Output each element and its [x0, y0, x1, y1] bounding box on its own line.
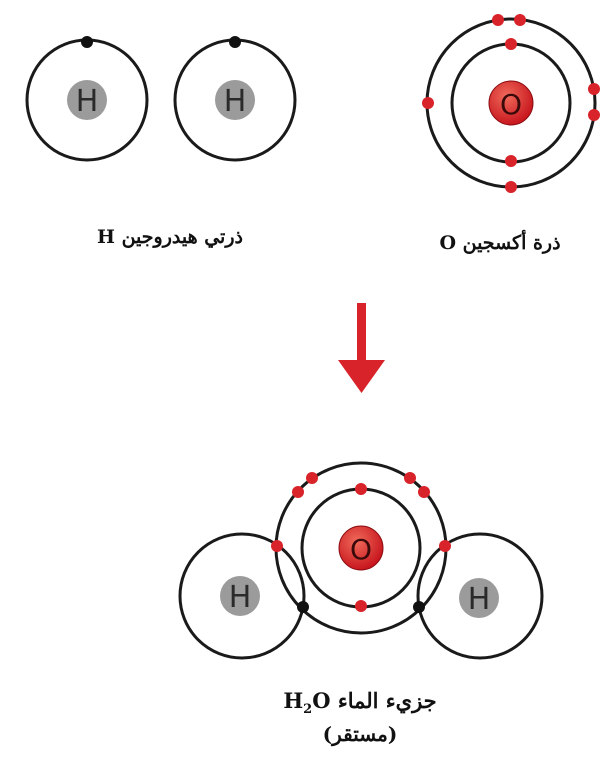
- hydrogen-symbol: H: [468, 582, 491, 617]
- stability-caption: (مستقر): [322, 722, 398, 746]
- electron: [492, 14, 504, 26]
- electron: [413, 601, 425, 613]
- electron: [355, 483, 367, 495]
- hydrogen-symbol: H: [76, 84, 99, 119]
- molecule-name: جزيء الماء: [337, 688, 437, 713]
- hydrogen-nucleus: [459, 578, 499, 618]
- water-molecule: H H O: [178, 461, 544, 660]
- oxygen-symbol: O: [500, 88, 522, 121]
- oxygen-atom: O: [422, 14, 600, 193]
- electron: [505, 38, 517, 50]
- hydrogen-electron: [81, 36, 93, 48]
- hydrogen-atom-right: H: [173, 36, 297, 162]
- electron: [292, 486, 304, 498]
- electron: [422, 97, 434, 109]
- electron: [588, 83, 600, 95]
- hydrogen-nucleus: [215, 80, 255, 120]
- hydrogen-electron: [229, 36, 241, 48]
- electron: [505, 155, 517, 167]
- electron: [297, 601, 309, 613]
- oxygen-atom-caption: ذرة أكسجين O: [439, 232, 561, 254]
- water-molecule-caption: جزيء الماء H2O: [230, 688, 490, 717]
- hydrogen-symbol: H: [229, 580, 252, 615]
- formula-h: H: [283, 688, 304, 713]
- hydrogen-shell: [178, 532, 306, 660]
- electron: [514, 14, 526, 26]
- electron: [404, 472, 416, 484]
- electron: [306, 472, 318, 484]
- oxygen-nucleus: [488, 80, 534, 126]
- formula-subscript: 2: [303, 702, 313, 718]
- electron: [439, 540, 451, 552]
- formula-o: O: [312, 688, 331, 713]
- hydrogen-atom-left: H: [25, 36, 149, 162]
- electron: [355, 600, 367, 612]
- electron: [505, 181, 517, 193]
- hydrogen-nucleus: [67, 80, 107, 120]
- reaction-arrow-icon: [338, 303, 385, 393]
- hydrogen-shell: [416, 532, 544, 660]
- hydrogen-atoms-caption: ذرتي هيدروجين H: [97, 226, 243, 248]
- hydrogen-nucleus: [220, 576, 260, 616]
- oxygen-nucleus: [338, 525, 384, 571]
- electron: [588, 109, 600, 121]
- hydrogen-symbol: H: [224, 84, 247, 119]
- electron: [271, 540, 283, 552]
- molecule-formula: H2O: [283, 688, 331, 717]
- oxygen-symbol: O: [350, 533, 372, 566]
- electron: [418, 486, 430, 498]
